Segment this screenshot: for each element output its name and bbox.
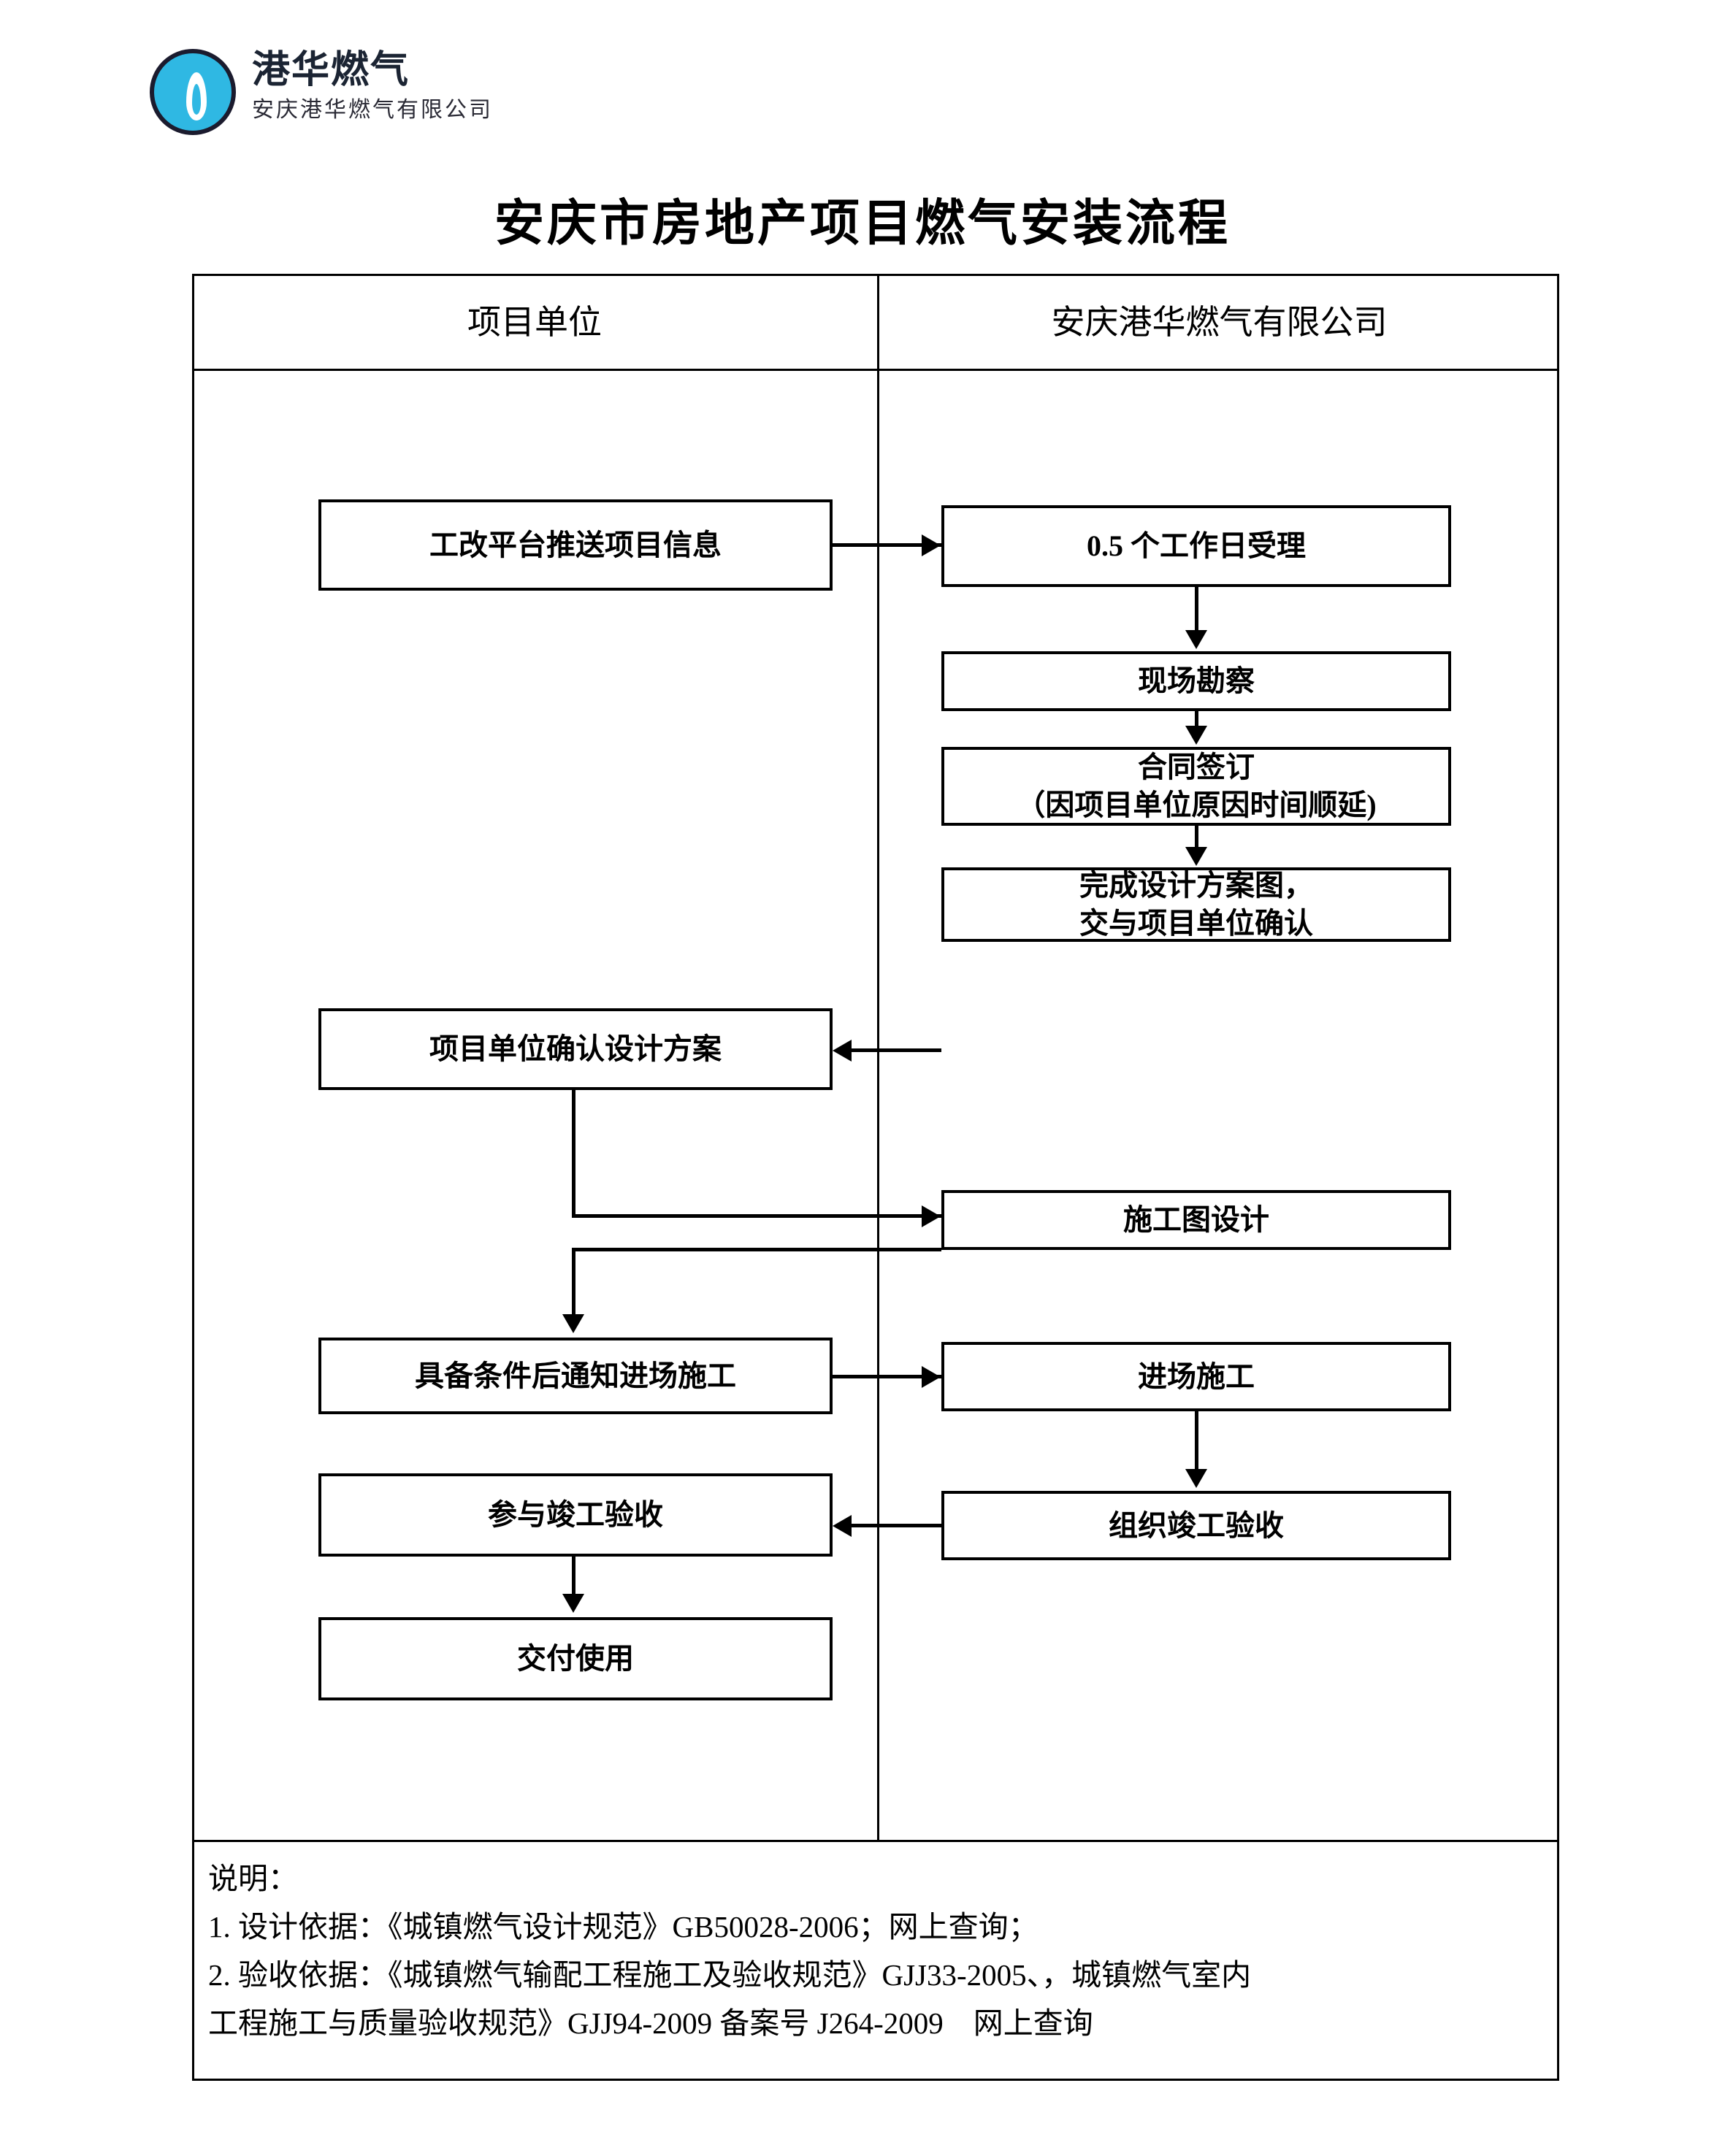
node-deliver-use[interactable]: 交付使用 [318,1617,833,1700]
brand-name: 港华燃气 [252,48,410,92]
node-label: 工改平台推送项目信息 [429,528,722,561]
connector-contract-to-design [1195,826,1198,849]
company-logo: 港华燃气 安庆港华燃气有限公司 [150,47,559,139]
node-enter-site[interactable]: 进场施工 [941,1342,1451,1411]
node-label: 具备条件后通知进场施工 [415,1359,736,1392]
connector-design-to-confirm [852,1048,941,1052]
node-label-line1: 合同签订 [1137,751,1255,783]
connector-confirm-down [572,1090,575,1218]
node-sign-contract[interactable]: 合同签订 （因项目单位原因时间顺延) [941,747,1451,826]
connector-organize-to-join [852,1524,941,1527]
connector-push-to-accept [833,543,941,547]
arrowhead-left-icon [833,1515,852,1537]
node-accept-halfday[interactable]: 0.5 个工作日受理 [941,505,1451,587]
flame-shape-icon [186,72,207,120]
connector-shopdrawing-to-notify [572,1248,575,1318]
node-push-info[interactable]: 工改平台推送项目信息 [318,499,833,591]
connector-notify-to-entersite [833,1375,941,1378]
arrowhead-down-icon [1185,630,1207,649]
notes-line-3: 工程施工与质量验收规范》GJJ94-2009 备案号 J264-2009 网上查… [208,2006,1093,2040]
node-label: 项目单位确认设计方案 [429,1032,722,1065]
node-label: 组织竣工验收 [1109,1508,1284,1542]
arrowhead-left-icon [833,1040,852,1062]
notes-line-2: 2. 验收依据：《城镇燃气输配工程施工及验收规范》GJJ33-2005、，城镇燃… [208,1958,1252,1992]
notes-block: 说明： 1. 设计依据：《城镇燃气设计规范》GB50028-2006；网上查询；… [208,1854,1545,2047]
node-label-line2: 交与项目单位确认 [1079,907,1313,940]
node-label: 0.5 个工作日受理 [1087,529,1306,562]
connector-survey-to-contract [1195,711,1198,729]
node-label: 参与竣工验收 [488,1498,663,1531]
arrowhead-down-icon [1185,847,1207,866]
page-title: 安庆市房地产项目燃气安装流程 [494,195,1231,253]
notes-heading: 说明： [208,1862,298,1895]
node-confirm-design[interactable]: 项目单位确认设计方案 [318,1008,833,1090]
connector-accept-to-survey [1195,587,1198,633]
node-label: 交付使用 [517,1642,634,1675]
connector-entersite-to-organize [1195,1411,1198,1471]
arrowhead-down-icon [562,1314,584,1333]
arrowhead-right-icon [922,534,941,556]
arrowhead-down-icon [1185,726,1207,745]
connector-shopdrawing-left [572,1248,941,1251]
column-header-right: 安庆港华燃气有限公司 [1051,304,1388,341]
node-notify-entry[interactable]: 具备条件后通知进场施工 [318,1338,833,1414]
header-separator [192,369,1559,371]
arrowhead-down-icon [562,1594,584,1613]
arrowhead-down-icon [1185,1469,1207,1488]
node-label-line2: （因项目单位原因时间顺延) [1016,789,1377,821]
column-divider [877,276,879,1840]
notes-separator [192,1840,1559,1842]
gas-flame-circle-icon [150,49,236,135]
connector-confirm-to-shopdrawing [572,1214,941,1218]
column-header-left: 项目单位 [467,304,602,341]
node-label: 现场勘察 [1138,664,1255,697]
flowchart-frame [192,274,1559,2081]
node-label: 进场施工 [1138,1359,1255,1393]
node-label: 施工图设计 [1123,1203,1269,1236]
node-join-acceptance[interactable]: 参与竣工验收 [318,1473,833,1557]
node-site-survey[interactable]: 现场勘察 [941,651,1451,711]
node-design-plan[interactable]: 完成设计方案图， 交与项目单位确认 [941,867,1451,942]
arrowhead-right-icon [922,1205,941,1227]
notes-line-1: 1. 设计依据：《城镇燃气设计规范》GB50028-2006；网上查询； [208,1910,1039,1944]
node-organize-acceptance[interactable]: 组织竣工验收 [941,1491,1451,1560]
company-name: 安庆港华燃气有限公司 [252,97,493,123]
arrowhead-right-icon [922,1366,941,1388]
node-label-line1: 完成设计方案图， [1079,869,1313,902]
node-shop-drawing[interactable]: 施工图设计 [941,1190,1451,1250]
connector-join-to-deliver [572,1557,575,1597]
